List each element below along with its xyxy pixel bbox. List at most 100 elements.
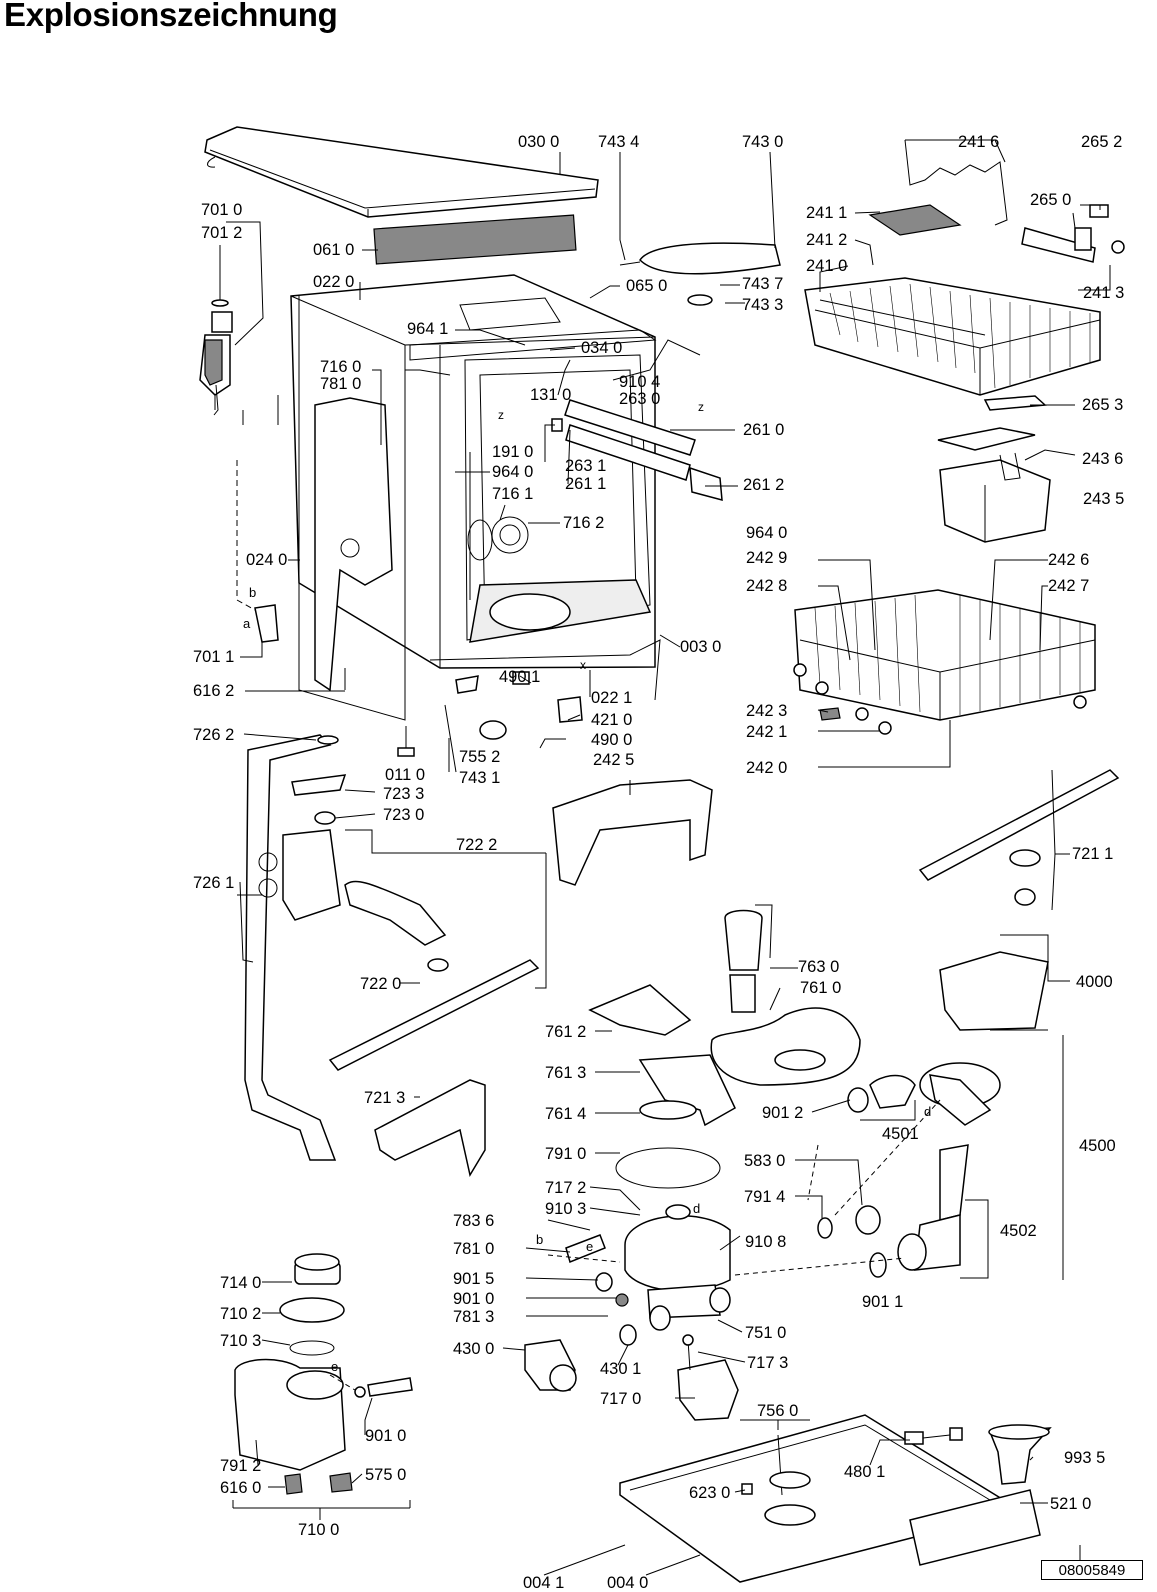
part-label-4501: 4501 [882,1125,919,1143]
letter-mark-b-2: b [536,1232,544,1247]
part-label-761-3: 761 3 [545,1064,587,1082]
part-label-743-7: 743 7 [742,275,784,293]
part-label-242-8: 242 8 [746,577,788,595]
part-label-721-1: 721 1 [1072,845,1114,863]
part-label-723-0: 723 0 [383,806,425,824]
part-label-616-2: 616 2 [193,682,235,700]
part-label-761-0: 761 0 [800,979,842,997]
part-label-490-0: 490 0 [591,731,633,749]
part-label-743-3: 743 3 [742,296,784,314]
letter-mark-d: d [924,1104,932,1119]
part-label-131-0: 131 0 [530,386,572,404]
left-parts [199,299,279,643]
part-label-964-0: 964 0 [492,463,534,481]
part-label-241-0: 241 0 [806,257,848,275]
part-label-791-2: 791 2 [220,1457,262,1475]
part-label-061-0: 061 0 [313,241,355,259]
letter-mark-e-2: e [331,1359,339,1374]
part-label-004-0: 004 0 [607,1574,649,1592]
part-label-717-3: 717 3 [747,1354,789,1372]
part-label-265-2: 265 2 [1081,133,1123,151]
part-label-265-3: 265 3 [1082,396,1124,414]
part-label-243-6: 243 6 [1082,450,1124,468]
part-label-261-1: 261 1 [565,475,607,493]
part-label-265-0: 265 0 [1030,191,1072,209]
part-label-783-6: 783 6 [453,1212,495,1230]
reference-number-box: 08005849 [1041,1560,1143,1580]
part-label-241-6: 241 6 [958,133,1000,151]
part-label-242-6: 242 6 [1048,551,1090,569]
part-label-430-1: 430 1 [600,1360,642,1378]
part-label-716-2: 716 2 [563,514,605,532]
part-label-242-0: 242 0 [746,759,788,777]
part-label-022-0: 022 0 [313,273,355,291]
upper-basket [804,277,1101,396]
part-label-4502: 4502 [1000,1222,1037,1240]
part-label-263-1: 263 1 [565,457,607,475]
letter-mark-d-2: d [693,1201,701,1216]
part-label-242-3: 242 3 [746,702,788,720]
part-label-781-3: 781 3 [453,1308,495,1326]
part-label-751-0: 751 0 [745,1324,787,1342]
water-softener [234,1253,413,1495]
part-label-723-3: 723 3 [383,785,425,803]
part-label-191-0: 191 0 [492,443,534,461]
part-label-761-2: 761 2 [545,1023,587,1041]
part-label-261-2: 261 2 [743,476,785,494]
part-label-901-0: 901 0 [453,1290,495,1308]
part-label-756-0: 756 0 [757,1402,799,1420]
part-label-726-1: 726 1 [193,874,235,892]
part-label-714-0: 714 0 [220,1274,262,1292]
part-label-4500: 4500 [1079,1137,1116,1155]
part-label-726-2: 726 2 [193,726,235,744]
part-label-781-0: 781 0 [320,375,362,393]
part-label-710-3: 710 3 [220,1332,262,1350]
part-label-761-4: 761 4 [545,1105,587,1123]
letter-mark-e: e [586,1239,594,1254]
part-label-024-0: 024 0 [246,551,288,569]
part-label-022-1: 022 1 [591,689,633,707]
part-label-030-0: 030 0 [518,133,560,151]
part-label-717-2: 717 2 [545,1179,587,1197]
part-label-901-1: 901 1 [862,1293,904,1311]
part-label-901-2: 901 2 [762,1104,804,1122]
part-label-261-0: 261 0 [743,421,785,439]
letter-mark-z-2: z [698,400,704,414]
part-label-722-0: 722 0 [360,975,402,993]
part-label-616-0: 616 0 [220,1479,262,1497]
part-label-716-1: 716 1 [492,485,534,503]
part-label-241-2: 241 2 [806,231,848,249]
part-label-910-4: 910 4 [619,373,661,391]
part-label-701-2: 701 2 [201,224,243,242]
part-label-901-5: 901 5 [453,1270,495,1288]
part-label-243-5: 243 5 [1083,490,1125,508]
part-label-721-3: 721 3 [364,1089,406,1107]
part-label-763-0: 763 0 [798,958,840,976]
part-label-241-3: 241 3 [1083,284,1125,302]
leader-lines [219,151,1111,1576]
lower-basket [793,589,1096,735]
letter-mark-x: x [580,658,586,672]
part-label-242-9: 242 9 [746,549,788,567]
part-label-791-0: 791 0 [545,1145,587,1163]
part-label-910-3: 910 3 [545,1200,587,1218]
part-label-263-0: 263 0 [619,390,661,408]
letter-mark-b: b [249,585,257,600]
letter-mark-z: z [498,408,504,422]
part-label-743-1: 743 1 [459,769,501,787]
part-label-716-0: 716 0 [320,358,362,376]
insulation-strip [373,214,577,265]
part-label-701-1: 701 1 [193,648,235,666]
part-label-717-0: 717 0 [600,1390,642,1408]
page-title: Explosionszeichnung [4,0,338,33]
part-label-480-1: 480 1 [844,1463,886,1481]
part-label-065-0: 065 0 [626,277,668,295]
part-label-242-1: 242 1 [746,723,788,741]
part-label-743-4: 743 4 [598,133,640,151]
part-label-743-0: 743 0 [742,133,784,151]
part-label-490-1: 490 1 [499,668,541,686]
part-label-011-0: 011 0 [385,766,426,784]
part-label-964-1: 964 1 [407,320,449,338]
part-label-034-0: 034 0 [581,339,623,357]
